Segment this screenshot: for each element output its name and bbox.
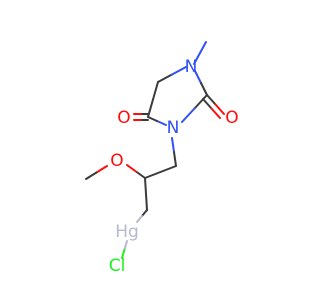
- bond-n3-ch2-half: [173, 151, 177, 167]
- bond-n3-c4: [156, 120, 167, 126]
- bond-ch2-hg-half: [136, 215, 143, 223]
- bond-c4-c5: [147, 81, 159, 118]
- bond-ch-o-half: [126, 164, 137, 173]
- atom-o-c2: O: [225, 108, 238, 128]
- bond-n1-methyl: [193, 41, 207, 65]
- bond-c5-n1-half: [171, 66, 187, 76]
- bond-ch2-ch: [144, 165, 177, 179]
- bond-n3-ch2: [171, 137, 175, 153]
- atom-n-methyl: N: [185, 57, 198, 77]
- atom-cl: Cl: [109, 256, 126, 276]
- atom-o-c4: O: [117, 108, 130, 128]
- bond-layer: [85, 41, 225, 259]
- atom-hg: Hg: [115, 222, 139, 242]
- bond-ch2-hg: [141, 209, 148, 217]
- bond-o-ch3-half: [85, 171, 98, 180]
- bond-o-ch3: [95, 165, 108, 174]
- bond-n1-c2: [194, 70, 202, 84]
- bond-c5-n1: [157, 73, 173, 83]
- bond-c2-o-b: [202, 98, 213, 110]
- bond-hg-cl: [123, 240, 128, 251]
- bond-c2-o-a-half: [214, 103, 225, 115]
- bond-hg-cl-half: [121, 248, 126, 259]
- bond-c2-o-a: [206, 94, 217, 106]
- molecule-structure: N N O O O Hg Cl: [85, 41, 239, 276]
- bond-ch-o: [135, 170, 146, 179]
- bond-ch-ch2hg: [144, 177, 148, 211]
- atom-o-methoxy: O: [110, 151, 123, 171]
- atom-n-ring: N: [167, 118, 180, 138]
- bond-n3-c4-half: [147, 116, 158, 122]
- atom-label-layer: N N O O O Hg Cl: [109, 57, 239, 276]
- bond-c2-n3-half: [181, 107, 196, 123]
- bond-c2-n3: [193, 94, 208, 110]
- bond-n1-c2-half: [200, 82, 208, 96]
- bond-c2-o-b-half: [210, 107, 221, 119]
